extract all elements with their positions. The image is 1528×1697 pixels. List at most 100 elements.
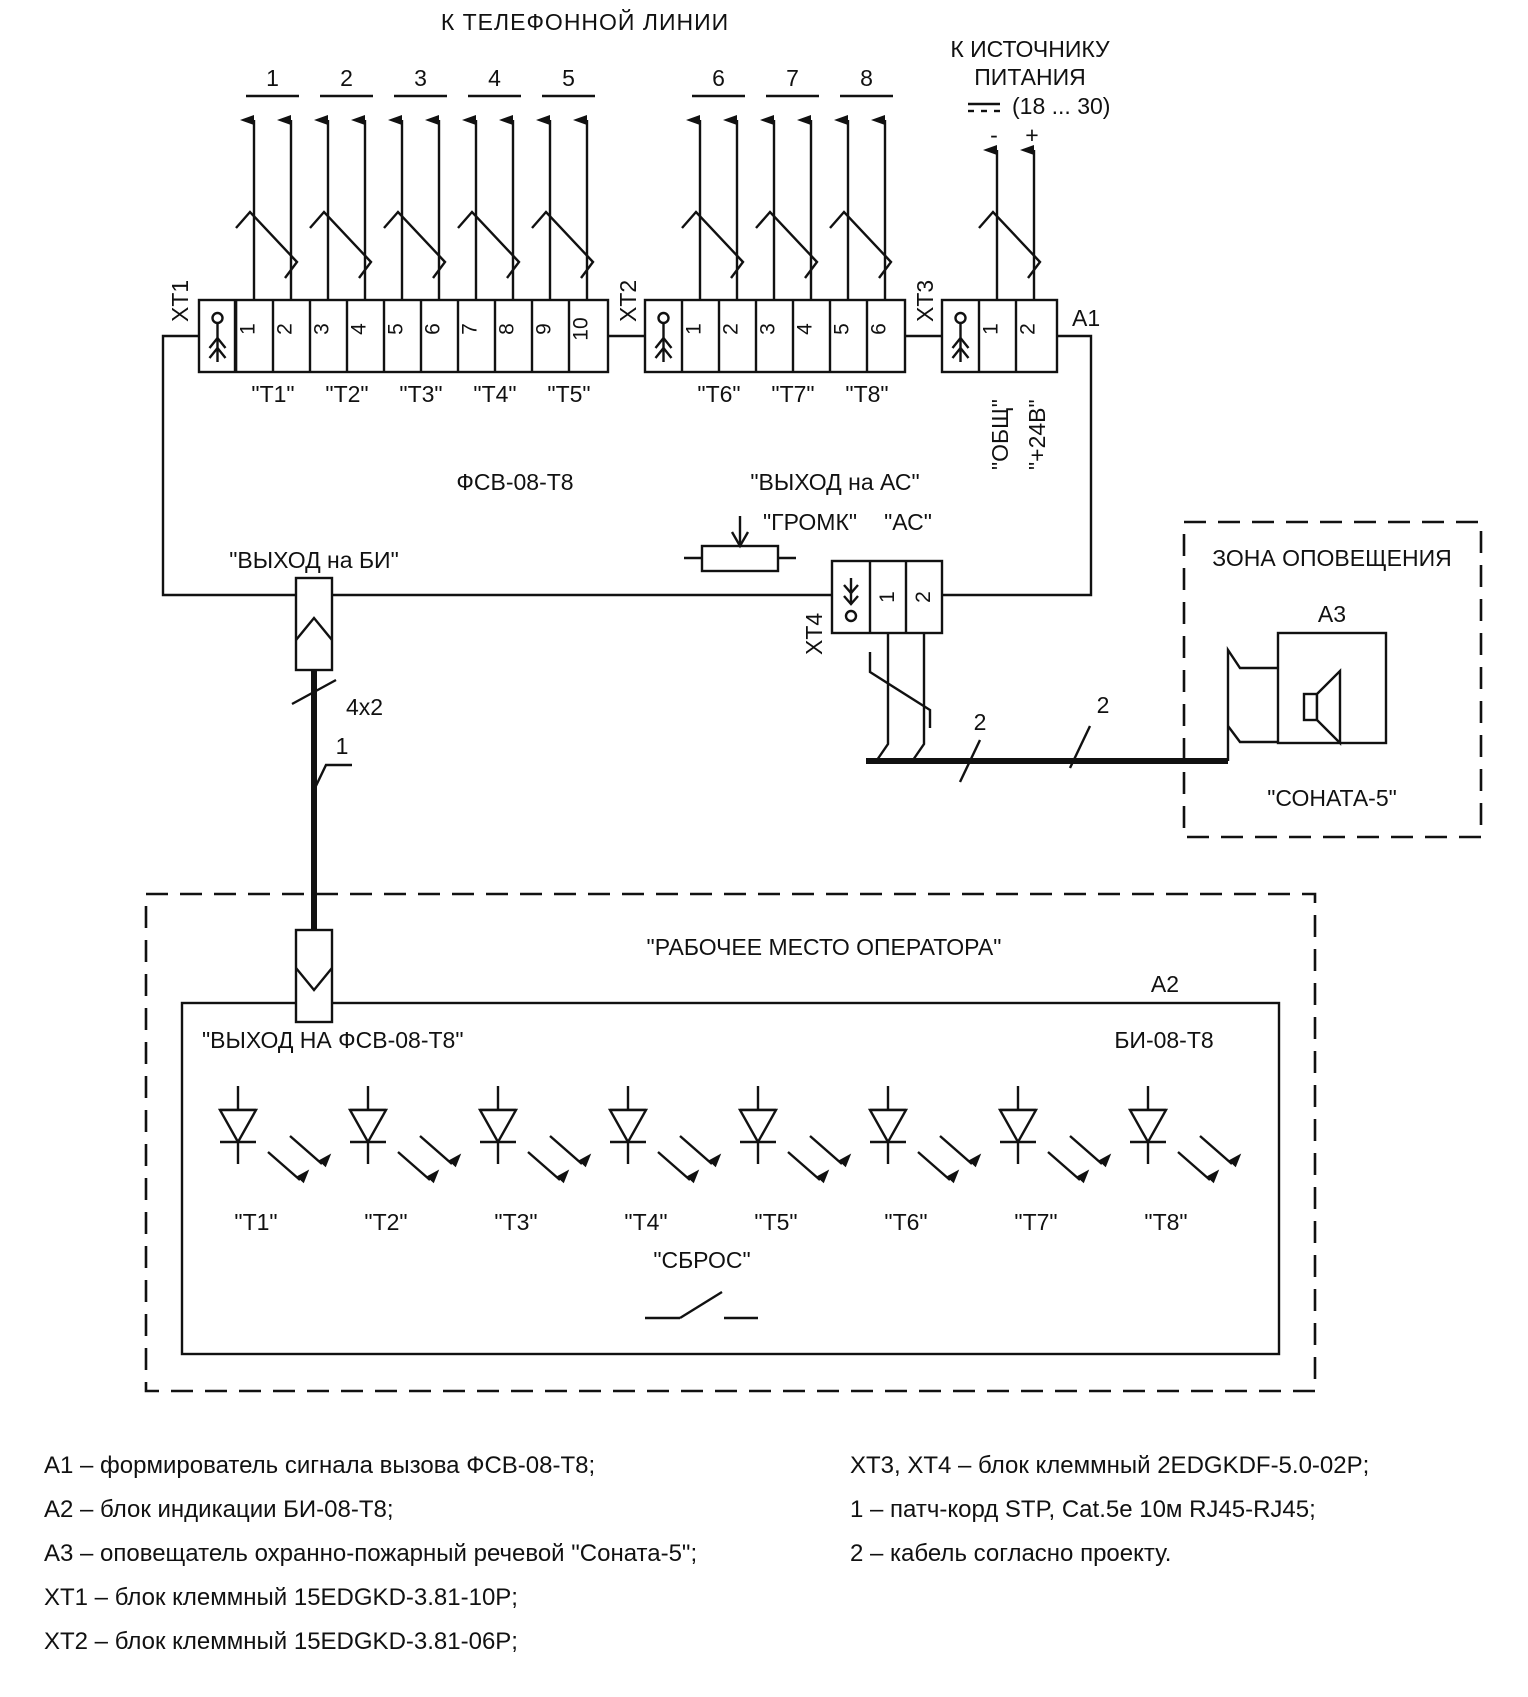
a1-volume: "ГРОМК" xyxy=(763,509,857,535)
zone-frame xyxy=(1182,520,1483,839)
cable-mark-a: 2 xyxy=(974,709,987,735)
phone-line-pair: 1 xyxy=(235,65,299,300)
operator-frame xyxy=(144,892,1317,1393)
terminal-group-label: "T4" xyxy=(473,381,516,407)
legend-item: 2 – кабель согласно проекту. xyxy=(850,1540,1172,1567)
xt4-label: XT4 xyxy=(801,613,827,655)
cable-mark-b: 2 xyxy=(1097,692,1110,718)
power-minus: - xyxy=(990,122,998,148)
bundle-tick xyxy=(291,678,337,706)
operator-title: "РАБОЧЕЕ МЕСТО ОПЕРАТОРА" xyxy=(647,934,1002,960)
terminal-pin-number: 2 xyxy=(274,323,297,335)
patch-tick xyxy=(312,763,352,791)
terminal-pin-number: 4 xyxy=(794,323,817,335)
terminal-pin-number: 2 xyxy=(1017,323,1040,335)
phone-line-pair: 8 xyxy=(829,65,893,300)
phone-line-number: 6 xyxy=(712,65,725,91)
led-label: "T2" xyxy=(364,1209,407,1235)
phone-line-number: 5 xyxy=(562,65,575,91)
xt3-pin2-label: "+24В" xyxy=(1024,399,1050,470)
led-indicator-icon xyxy=(737,1086,852,1184)
xt2-label: XT2 xyxy=(615,280,641,322)
power-range: (18 ... 30) xyxy=(1012,93,1110,119)
terminal-symbol-icon xyxy=(654,311,673,362)
zone-title: ЗОНА ОПОВЕЩЕНИЯ xyxy=(1212,545,1452,571)
cable-tick-2 xyxy=(1068,725,1092,769)
legend-item: XT2 – блок клеммный 15EDGKD-3.81-06P; xyxy=(44,1628,518,1655)
cable-tick-1 xyxy=(958,739,982,783)
terminal-pin-number: 6 xyxy=(422,323,445,335)
phone-line-pair: 6 xyxy=(681,65,745,300)
led-label: "T4" xyxy=(624,1209,667,1235)
zone-ref: A3 xyxy=(1318,601,1346,627)
phone-line-number: 7 xyxy=(786,65,799,91)
power-line-pair xyxy=(978,145,1042,300)
led-indicator-icon xyxy=(217,1086,332,1184)
terminal-group-label: "T6" xyxy=(697,381,740,407)
a1-out-bi: "ВЫХОД на БИ" xyxy=(229,547,398,573)
xt3-label: XT3 xyxy=(912,280,938,322)
legend-item: XT3, XT4 – блок клеммный 2EDGKDF-5.0-02P… xyxy=(850,1452,1370,1479)
xt4-pin-1: 1 xyxy=(876,591,899,603)
phone-line-number: 3 xyxy=(414,65,427,91)
phone-line-pair: 4 xyxy=(457,65,521,300)
led-indicator-icon xyxy=(997,1086,1112,1184)
phone-line-number: 4 xyxy=(488,65,501,91)
led-label: "T6" xyxy=(884,1209,927,1235)
legend-right: XT3, XT4 – блок клеммный 2EDGKDF-5.0-02P… xyxy=(850,1444,1369,1576)
terminal-pin-number: 3 xyxy=(757,323,780,335)
reset-switch-icon[interactable] xyxy=(645,1290,758,1320)
terminal-symbol-icon xyxy=(951,311,970,362)
a1-ref: A1 xyxy=(1072,305,1100,331)
a1-name: ФСВ-08-Т8 xyxy=(456,469,573,495)
xt3-pin1-label: "ОБЩ" xyxy=(987,399,1013,470)
bundle-mark: 4x2 xyxy=(346,694,383,720)
led-indicator-set: "T1""T2""T3""T4""T5""T6""T7""T8" xyxy=(217,1086,1242,1235)
top-title: К ТЕЛЕФОННОЙ ЛИНИИ xyxy=(441,8,729,35)
phone-line-pair: 7 xyxy=(755,65,819,300)
a1-as: "АС" xyxy=(884,509,932,535)
led-label: "T8" xyxy=(1144,1209,1187,1235)
terminal-pin-number: 10 xyxy=(570,317,593,340)
led-indicator-icon xyxy=(607,1086,722,1184)
legend-item: XT1 – блок клеммный 15EDGKD-3.81-10P; xyxy=(44,1584,518,1611)
terminal-pin-number: 7 xyxy=(459,323,482,335)
phone-line-number: 2 xyxy=(340,65,353,91)
xt1-label: XT1 xyxy=(167,280,193,322)
terminal-pin-number: 6 xyxy=(868,323,891,335)
terminal-group-label: "T1" xyxy=(251,381,294,407)
terminal-pin-number: 5 xyxy=(385,323,408,335)
zone-device: "СОНАТА-5" xyxy=(1267,785,1397,811)
led-label: "T5" xyxy=(754,1209,797,1235)
legend-left: А1 – формирователь сигнала вызова ФСВ-08… xyxy=(44,1444,697,1664)
legend-item: А1 – формирователь сигнала вызова ФСВ-08… xyxy=(44,1452,596,1479)
led-indicator-icon xyxy=(477,1086,592,1184)
a1-out-as: "ВЫХОД на АС" xyxy=(750,469,919,495)
phone-line-number: 8 xyxy=(860,65,873,91)
led-label: "T7" xyxy=(1014,1209,1057,1235)
terminal-group-label: "T3" xyxy=(399,381,442,407)
xt4-pin-2: 2 xyxy=(912,591,935,603)
terminal-pin-number: 2 xyxy=(720,323,743,335)
xt4-terminal-block xyxy=(830,559,944,635)
phone-line-pair: 3 xyxy=(383,65,447,300)
terminal-pin-number: 9 xyxy=(533,323,556,335)
reset-label: "СБРОС" xyxy=(653,1247,750,1273)
dc-symbol-icon xyxy=(968,102,1000,113)
terminal-group-label: "T7" xyxy=(771,381,814,407)
legend-item: 1 – патч-корд STP, Cat.5e 10м RJ45-RJ45; xyxy=(850,1496,1316,1523)
power-title-2: ПИТАНИЯ xyxy=(974,64,1085,90)
potentiometer-icon xyxy=(684,516,796,573)
rj45-connector-icon xyxy=(294,576,334,672)
terminal-pin-number: 1 xyxy=(683,323,706,335)
xt2-pins: 1 2 3 4 5 6 xyxy=(654,300,891,372)
terminal-pin-number: 1 xyxy=(237,323,260,335)
operator-ref: A2 xyxy=(1151,971,1179,997)
terminal-pin-number: 8 xyxy=(496,323,519,335)
terminal-pin-number: 1 xyxy=(980,323,1003,335)
terminal-pin-number: 5 xyxy=(831,323,854,335)
